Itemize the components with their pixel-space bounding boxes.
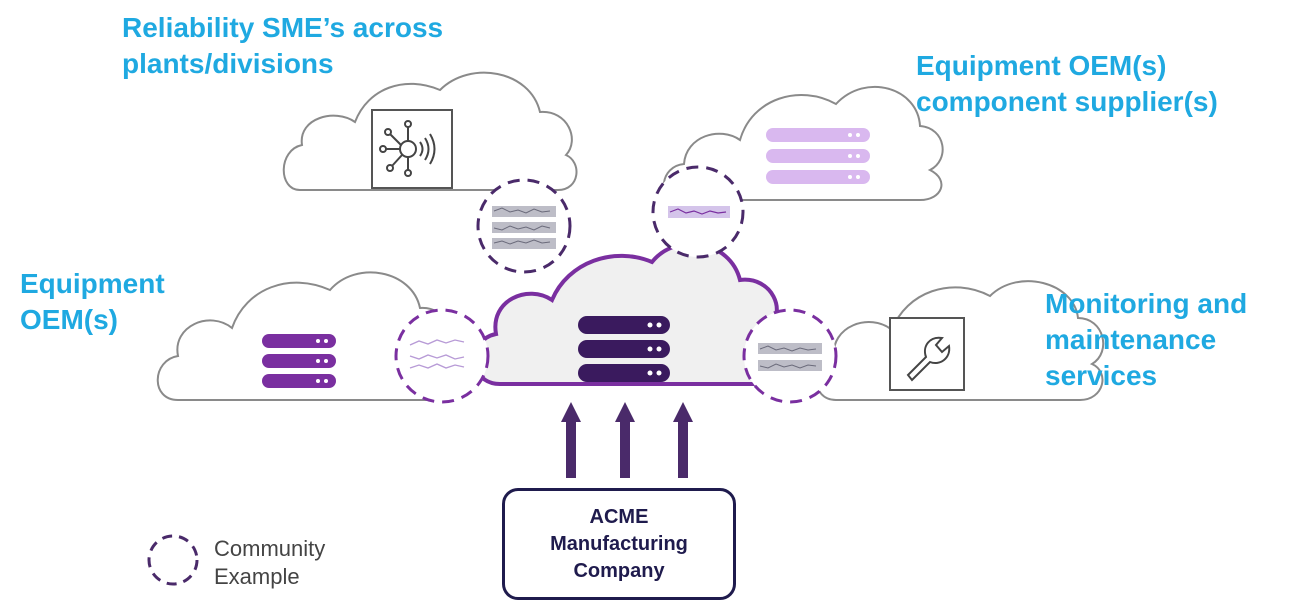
server-stack-icon	[578, 316, 670, 382]
company-box: ACME Manufacturing Company	[502, 488, 736, 600]
label-line: Equipment OEM(s)	[916, 50, 1167, 81]
legend-label: Community Example	[214, 535, 325, 591]
server-stack-icon	[262, 334, 336, 388]
company-line: ACME	[589, 505, 649, 528]
label-oem-component: Equipment OEM(s) component supplier(s)	[916, 48, 1218, 120]
community-circle-oem	[394, 308, 490, 404]
network-sensor-icon	[371, 109, 453, 189]
label-line: plants/divisions	[122, 48, 334, 79]
cloud-oem-component	[663, 86, 944, 201]
legend-dashed-circle-icon	[147, 534, 199, 586]
label-oem: Equipment OEM(s)	[20, 266, 165, 338]
label-monitoring: Monitoring and maintenance services	[1045, 286, 1247, 394]
legend-line: Community	[214, 536, 326, 561]
label-reliability: Reliability SME’s across plants/division…	[122, 10, 443, 82]
company-line: Manufacturing	[550, 532, 688, 555]
wrench-icon	[889, 317, 965, 391]
community-circle-oem-component	[651, 165, 745, 259]
legend-line: Example	[214, 564, 300, 589]
label-line: maintenance	[1045, 324, 1217, 355]
upward-arrows	[561, 402, 693, 478]
community-circle-reliability	[476, 178, 572, 274]
server-stack-icon	[766, 128, 870, 184]
label-line: component supplier(s)	[916, 86, 1218, 117]
company-line: Company	[573, 559, 665, 582]
label-line: Equipment	[20, 268, 165, 299]
community-circle-monitoring	[742, 308, 838, 404]
label-line: Monitoring and	[1045, 288, 1248, 319]
label-line: Reliability SME’s across	[122, 12, 444, 43]
label-line: services	[1045, 360, 1158, 391]
label-line: OEM(s)	[20, 304, 118, 335]
